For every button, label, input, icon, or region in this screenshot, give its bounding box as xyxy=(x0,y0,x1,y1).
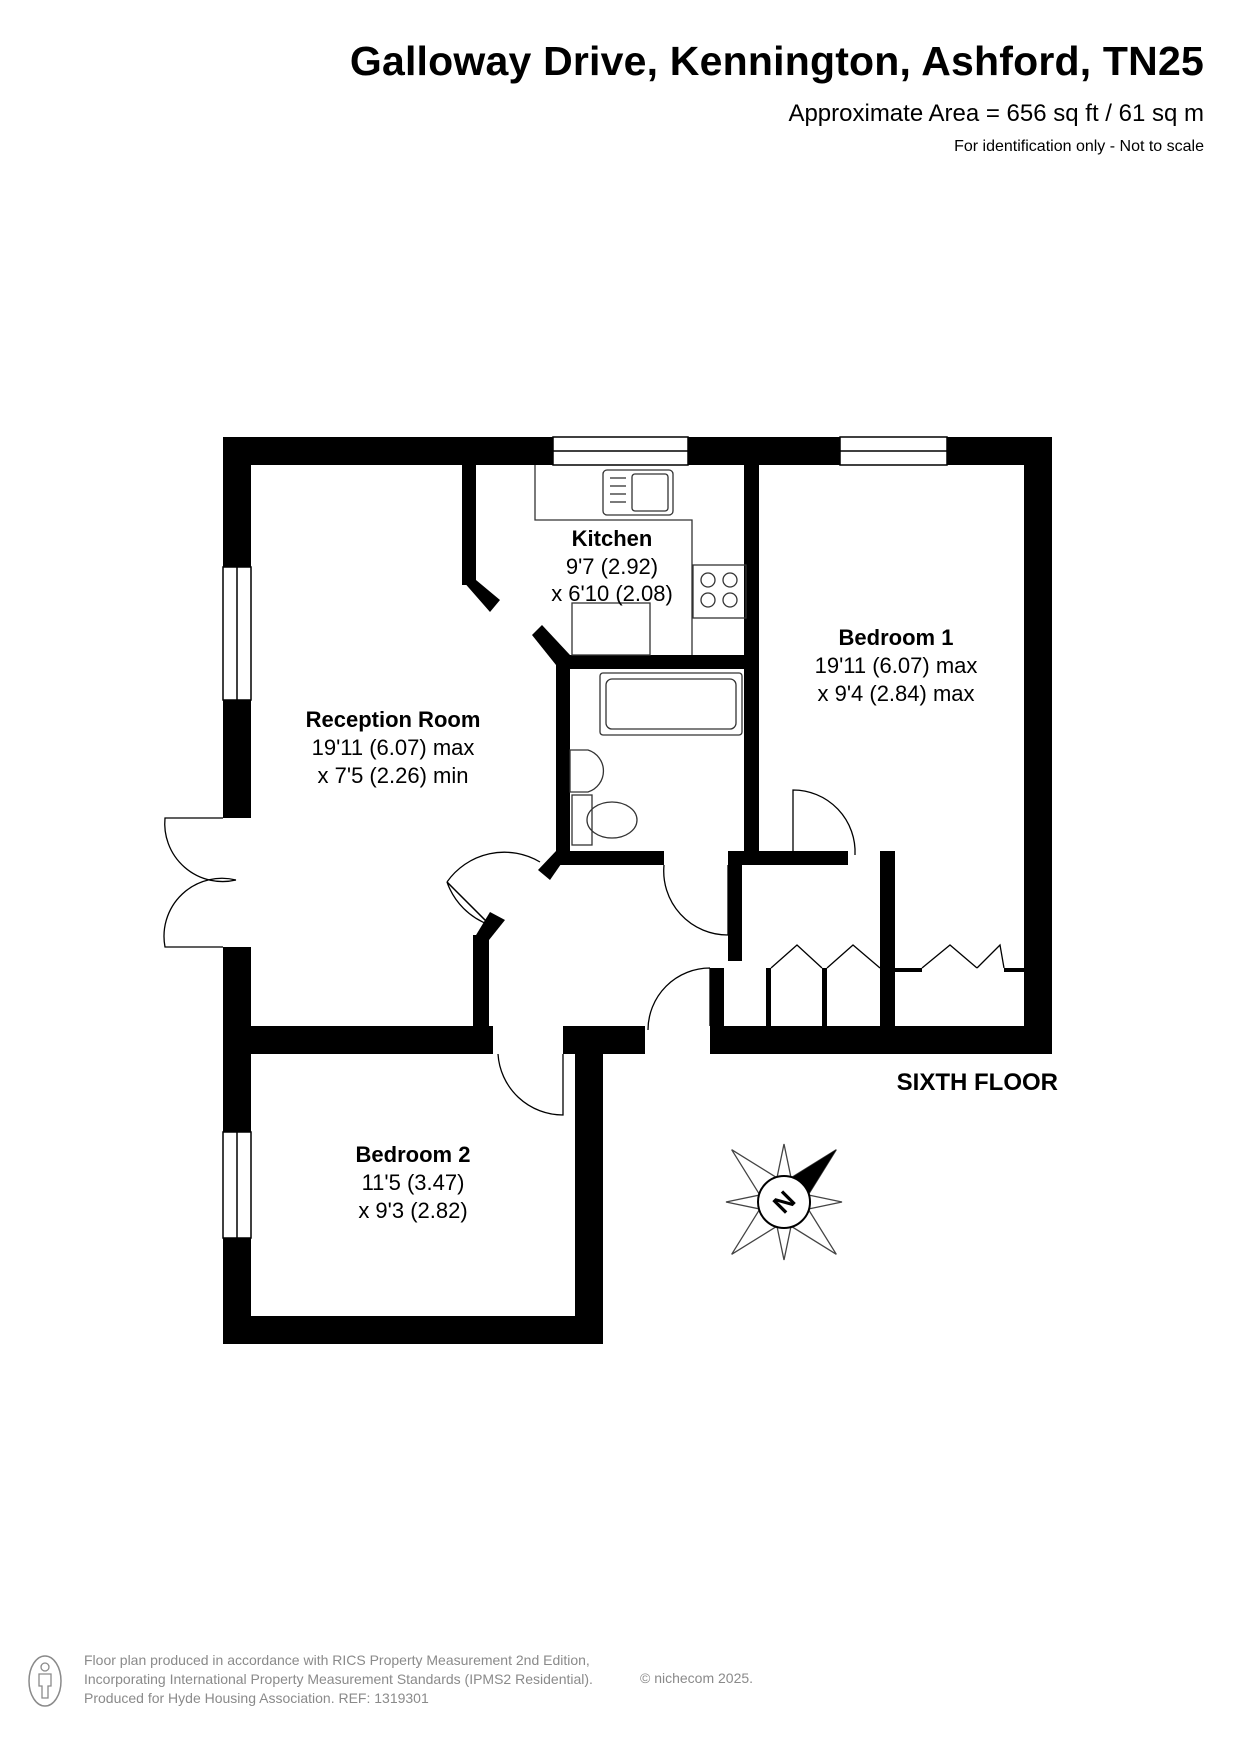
french-door-top xyxy=(164,817,237,883)
hob-icon xyxy=(692,564,747,619)
approximate-area: Approximate Area = 656 sq ft / 61 sq m xyxy=(788,100,1204,127)
cupboard-post-1 xyxy=(766,968,771,1026)
reception-dim2: x 7'5 (2.26) min xyxy=(318,763,469,788)
bedroom1-door xyxy=(792,789,856,856)
footer-line-1: Floor plan produced in accordance with R… xyxy=(84,1652,590,1668)
wall-top-left xyxy=(223,437,553,465)
wall-bath-bottom xyxy=(556,851,664,865)
toilet-cistern xyxy=(571,794,593,846)
cupboard-door-2 xyxy=(921,944,978,969)
wall-bed2-left-top xyxy=(223,1054,251,1132)
wall-hall-top xyxy=(728,851,848,865)
page-title: Galloway Drive, Kennington, Ashford, TN2… xyxy=(349,38,1204,84)
reception-name: Reception Room xyxy=(306,707,481,732)
wall-bath-corner xyxy=(538,851,570,880)
copyright: © nichecom 2025. xyxy=(640,1670,754,1686)
entrance-door xyxy=(647,967,711,1031)
wall-hall-bottom xyxy=(563,1026,645,1054)
wall-top-mid xyxy=(688,437,840,465)
bathroom-fittings xyxy=(569,672,743,846)
bedroom1-dim1: 19'11 (6.07) max xyxy=(815,653,978,678)
wall-kitchen-angle xyxy=(462,580,500,612)
reception-door-arc xyxy=(446,851,541,883)
wall-right xyxy=(1024,437,1052,1054)
kitchen-dim1: 9'7 (2.92) xyxy=(566,554,658,579)
cupboard-post-2 xyxy=(822,968,827,1026)
cupboard-rail-2 xyxy=(1004,968,1024,972)
kitchen-dim2: x 6'10 (2.08) xyxy=(551,581,673,606)
walls xyxy=(223,437,1052,1344)
wall-reception-angle xyxy=(473,912,505,940)
windows xyxy=(222,436,948,1239)
cupboard-rail-1 xyxy=(895,968,922,972)
bedroom1-dim2: x 9'4 (2.84) max xyxy=(817,681,974,706)
doors xyxy=(163,789,1005,1116)
basin-icon xyxy=(569,749,605,793)
wall-bed2-bottom xyxy=(223,1316,603,1344)
floor-label: SIXTH FLOOR xyxy=(897,1069,1058,1096)
cupboard-door-1 xyxy=(770,944,823,969)
footer-line-2: Incorporating International Property Mea… xyxy=(84,1671,593,1687)
bedroom2-door xyxy=(497,1053,564,1116)
reception-dim1: 19'11 (6.07) max xyxy=(312,735,475,760)
bedroom2-dim1: 11'5 (3.47) xyxy=(362,1170,465,1195)
footer-text: Floor plan produced in accordance with R… xyxy=(84,1651,593,1708)
wall-bath-angle xyxy=(532,625,570,665)
wall-reception-right xyxy=(473,935,489,1027)
wall-kitchen-bath xyxy=(560,655,759,669)
wall-bed2-right xyxy=(575,1054,603,1344)
wall-bath-left xyxy=(556,655,570,855)
wall-hall-lower xyxy=(710,968,724,1054)
wall-hall-upright xyxy=(728,851,742,961)
sink-icon xyxy=(602,469,674,516)
bedroom1-name: Bedroom 1 xyxy=(839,625,954,650)
wall-left-top xyxy=(223,437,251,567)
fridge-unit xyxy=(571,602,651,656)
kitchen-fittings xyxy=(534,465,747,656)
scale-note: For identification only - Not to scale xyxy=(954,138,1204,155)
compass-rose-icon: N xyxy=(725,1143,843,1261)
bedroom2-dim2: x 9'3 (2.82) xyxy=(358,1198,467,1223)
bath-icon xyxy=(599,672,743,736)
wall-left-mid xyxy=(223,700,251,818)
french-door-bottom xyxy=(163,877,237,948)
bathroom-door xyxy=(663,864,729,936)
wall-cupboard-divider xyxy=(880,851,895,1054)
wall-kitchen-left xyxy=(462,465,476,585)
worktop-outline xyxy=(534,465,693,655)
bedroom2-name: Bedroom 2 xyxy=(356,1142,471,1167)
person-icon xyxy=(28,1655,62,1707)
footer-line-3: Produced for Hyde Housing Association. R… xyxy=(84,1690,429,1706)
wall-reception-bedroom2 xyxy=(223,1026,493,1054)
toilet-icon xyxy=(586,801,638,839)
kitchen-name: Kitchen xyxy=(572,526,653,551)
